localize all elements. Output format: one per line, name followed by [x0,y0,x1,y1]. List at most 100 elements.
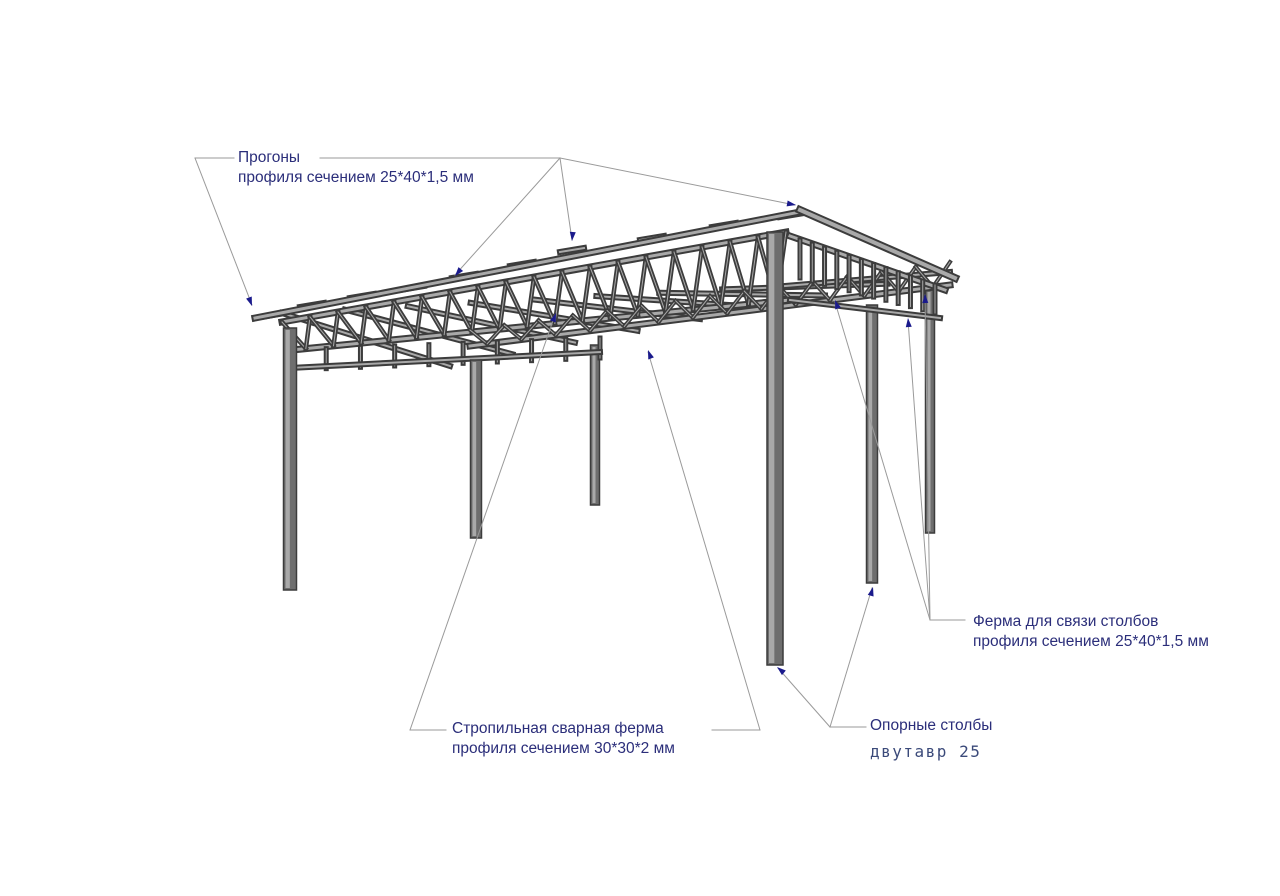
truss-web [537,319,557,336]
arrow-rafter-truss [550,313,556,323]
label-purlins: Прогоны профиля сечением 25*40*1,5 мм [238,148,474,188]
leader-line [194,157,253,306]
truss-web [709,295,728,315]
binding-truss-top [788,234,947,292]
leader-line [409,314,556,731]
truss-web [554,271,563,325]
truss-web [505,281,528,328]
truss-bottom-chord [468,283,952,348]
arrow-binding-truss [835,300,841,310]
truss-web [520,319,540,341]
truss-web [526,276,535,327]
truss-web [720,241,731,308]
purlin-end [558,246,586,254]
truss-web [692,246,703,311]
truss-web [726,290,745,315]
support-post-highlight [592,347,596,503]
label-rafter-truss: Стропильная сварная ферма профиля сечени… [452,719,675,759]
leader-line [777,667,831,728]
leader-line [834,301,931,621]
truss-web [393,301,418,339]
truss-web [623,305,643,328]
truss-web [609,261,619,319]
support-post-highlight [472,362,477,536]
arrow-purlin [246,296,252,306]
label-purlins-spec: профиля сечением 25*40*1,5 мм [238,169,474,186]
truss-web [747,236,759,305]
leader-line [454,157,561,276]
support-post-highlight [927,292,931,531]
truss-web [606,309,625,328]
truss-web [743,290,763,310]
label-rafter-truss-spec: профиля сечением 30*30*2 мм [452,740,675,757]
leader-line [907,319,931,621]
label-purlins-title: Прогоны [238,149,301,166]
steel-frame [250,204,961,666]
leader-line [829,587,873,728]
truss-web [305,316,311,350]
arrow-purlin [786,200,796,207]
arrow-post [867,587,874,597]
leader-line [559,157,573,241]
truss-web [469,329,488,345]
truss-web [561,271,584,322]
truss-web [664,251,675,314]
support-post-highlight [868,307,873,581]
label-posts: Опорные столбы двутавр 25 [870,716,992,762]
label-post-truss: Ферма для связи столбов профиля сечением… [973,612,1209,652]
truss-web [533,276,556,325]
leader-line [924,294,931,621]
text-fade-overlay [1000,738,1060,774]
truss-web [503,324,523,341]
truss-web [365,306,390,341]
truss-web [640,305,660,323]
roof-edge-beam [253,210,802,320]
truss-web [443,291,451,336]
label-posts-title: Опорные столбы [870,717,993,734]
truss-web [471,286,479,333]
rafter-top-chord [532,298,702,321]
label-posts-spec: двутавр 25 [870,742,982,761]
truss-web [337,311,362,344]
truss-web [555,314,574,336]
truss-web [449,291,473,333]
truss-web [360,306,367,344]
leader-lines [194,157,966,731]
arrow-purlin [455,267,464,276]
truss-web [812,280,831,301]
roof-side-beam [797,207,958,281]
truss-web [692,295,711,319]
truss-web [572,314,591,332]
pointer-arrows [246,200,929,676]
support-post-highlight [285,330,290,588]
truss-web [421,296,445,336]
truss-web [645,256,667,314]
truss-web [309,316,335,347]
truss-web [617,261,639,316]
truss-web [673,251,694,311]
truss-web [701,246,722,308]
truss-web [657,300,677,323]
arrow-rafter-truss [648,350,654,360]
truss-web [486,324,505,345]
arrow-post [777,667,786,676]
support-post [282,327,298,591]
truss-web [388,301,395,341]
truss-web [581,266,591,322]
binding-truss-bottom [288,350,602,370]
arrow-binding-truss [922,294,929,304]
support-post-highlight [769,234,775,663]
binding-truss-bottom [788,298,942,320]
arrow-purlin [569,231,576,241]
truss-web [477,286,501,330]
label-post-truss-spec: профиля сечением 25*40*1,5 мм [973,633,1209,650]
label-post-truss-title: Ферма для связи столбов [973,613,1159,630]
truss-web [415,296,423,339]
label-rafter-truss-title: Стропильная сварная ферма [452,720,664,737]
truss-web [332,311,339,347]
leader-line [559,157,796,206]
truss-web [498,281,507,330]
truss-web [675,300,694,319]
arrow-binding-truss [905,318,912,328]
